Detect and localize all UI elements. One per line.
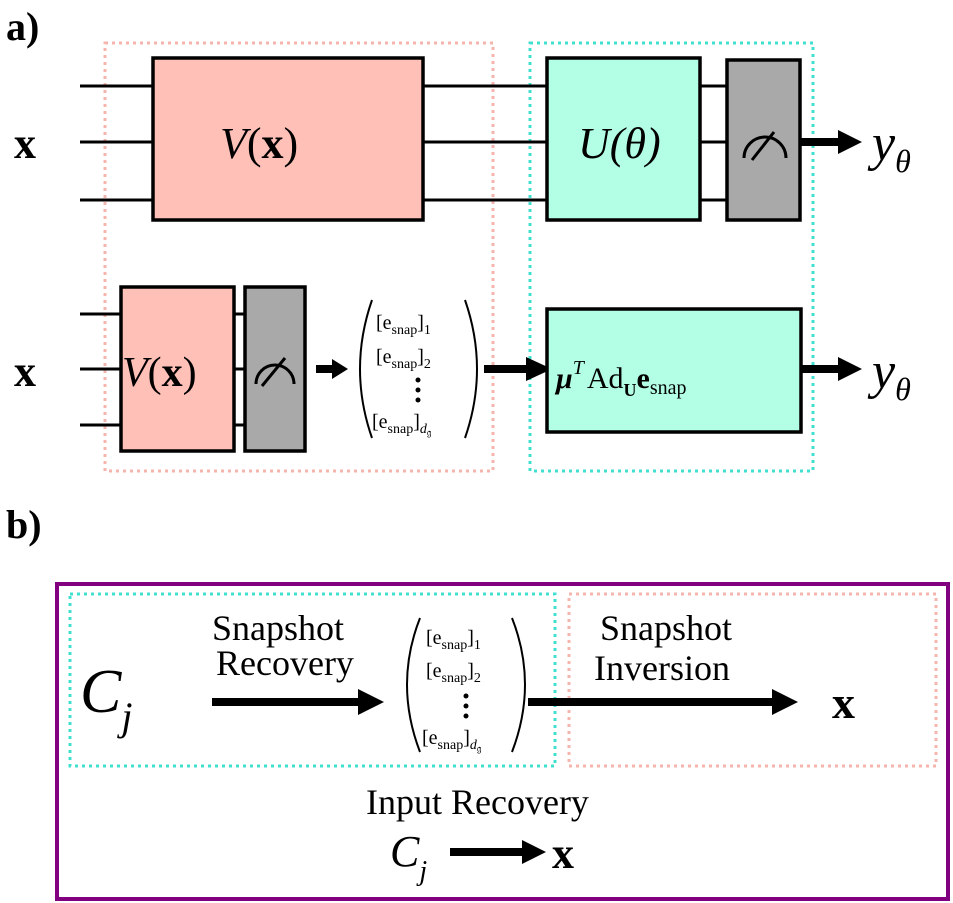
snapshot-entry-d: [esnap]d𝔤 xyxy=(422,727,482,755)
measurement-meter-icon xyxy=(254,357,296,387)
variational-gate-label: U(θ) xyxy=(578,119,661,168)
snapshot-entry-2: [esnap]2 xyxy=(426,660,481,686)
start-symbol: Cj xyxy=(80,658,132,739)
encoding-group-box xyxy=(103,41,495,473)
summary-to: x xyxy=(552,829,574,878)
variational-group-box xyxy=(528,41,815,473)
variational-gate xyxy=(545,56,702,222)
panel-a-label: a) xyxy=(6,4,39,49)
arrow-right-icon xyxy=(800,357,862,381)
arrow-right-icon xyxy=(212,689,384,715)
step1-line2: Recovery xyxy=(216,643,354,683)
snapshot-entry-d: [esnap]d𝔤 xyxy=(372,411,432,439)
summary-title: Input Recovery xyxy=(366,782,589,822)
encoding-gate-bottom-label: V(x) xyxy=(122,350,197,396)
arrow-right-icon xyxy=(800,130,862,154)
snapshot-vector-a: [esnap]1 [esnap]2 [esnap]d𝔤 xyxy=(359,299,478,439)
input-x-bottom: x xyxy=(14,347,36,396)
encoding-gate-top-label: V(x) xyxy=(220,119,298,168)
encoding-gate-top xyxy=(151,56,425,222)
snapshot-entry-2: [esnap]2 xyxy=(376,346,431,372)
measurement-meter-icon xyxy=(742,131,788,161)
encoding-gate-bottom xyxy=(119,285,236,453)
arrow-right-icon xyxy=(484,357,552,381)
snapshot-recovery-box xyxy=(68,592,557,768)
input-x-top: x xyxy=(14,119,36,168)
output-y-bottom: yθ xyxy=(867,343,911,407)
adjoint-gate xyxy=(545,307,803,434)
panel-b-label: b) xyxy=(6,502,42,547)
step1-line1: Snapshot xyxy=(212,608,344,648)
arrow-right-icon xyxy=(450,840,546,864)
input-recovery-frame xyxy=(55,582,950,901)
snapshot-entry-1: [esnap]1 xyxy=(426,627,481,653)
step2-line1: Snapshot xyxy=(600,608,732,648)
snapshot-entry-1: [esnap]1 xyxy=(376,312,431,338)
summary-from: Cj xyxy=(390,827,427,887)
snapshot-inversion-box xyxy=(567,592,938,768)
measurement-gate-top xyxy=(725,58,802,222)
output-y-top: yθ xyxy=(867,115,911,179)
step2-line2: Inversion xyxy=(594,648,730,688)
end-symbol: x xyxy=(832,677,855,728)
arrow-right-icon xyxy=(316,359,348,379)
arrow-right-icon xyxy=(528,689,798,715)
snapshot-vector-b: [esnap]1 [esnap]2 [esnap]d𝔤 xyxy=(406,617,526,755)
